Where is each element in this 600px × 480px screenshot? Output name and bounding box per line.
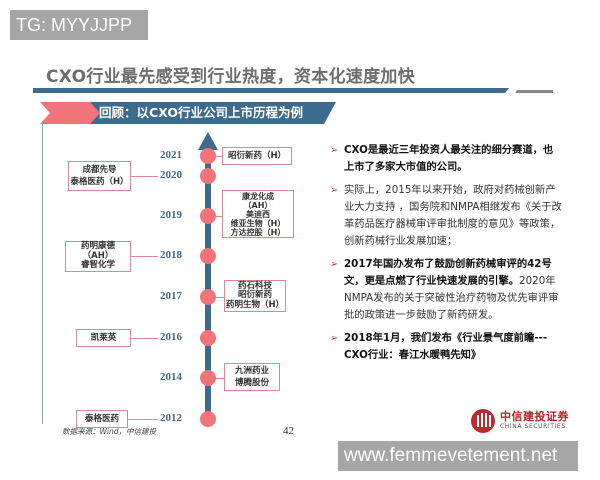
company-name: 美迪西 bbox=[246, 209, 270, 219]
bullet-arrow-icon: ➢ bbox=[330, 259, 339, 270]
company-name: 药石科技 bbox=[237, 280, 272, 291]
company-name: 睿智化学 bbox=[80, 260, 115, 271]
company-box: 康龙化成 （AH） 美迪西 维亚生物（H） 方达控股（H） bbox=[222, 190, 294, 238]
company-name: 康龙化成 bbox=[242, 191, 274, 201]
bullet-arrow-icon: ➢ bbox=[330, 145, 339, 156]
timeline-dot bbox=[200, 289, 216, 305]
bullet-bold-text: CXO是最近三年投资人最关注的细分赛道，也上市了多家大市值的公司。 bbox=[344, 144, 554, 173]
company-name: 药明生物（H） bbox=[225, 299, 285, 310]
bullet-item: ➢ 2017年国办发布了鼓励创新药械审评的42号文，更是点燃了行业快速发展的引擎… bbox=[330, 256, 562, 324]
data-source: 数据来源：Wind，中信建投 bbox=[62, 427, 157, 436]
bullet-item: ➢ 2018年1月，我们发布《行业景气度前瞻---CXO行业：春江水暖鸭先知》 bbox=[330, 330, 562, 364]
company-name: 泰格医药 bbox=[84, 414, 119, 424]
bullet-text: 实际上，2015年以来开始，政府对药械创新产业大力支持 ，国务院和NMPA相继发… bbox=[344, 184, 562, 247]
company-box: 昭衍新药（H） bbox=[222, 147, 292, 165]
timeline-dot bbox=[200, 168, 216, 184]
year-label: 2021 bbox=[160, 149, 182, 161]
slide-title: CXO行业最先感受到行业热度，资本化速度加快 bbox=[46, 67, 416, 87]
company-name: （AH） bbox=[82, 250, 114, 261]
citic-logo-icon bbox=[471, 409, 495, 433]
company-box: 泰格医药 bbox=[76, 410, 128, 428]
timeline-axis bbox=[205, 148, 211, 426]
bullet-bold-text: 2018年1月，我们发布《行业景气度前瞻---CXO行业：春江水暖鸭先知》 bbox=[344, 332, 548, 361]
bullet-item: ➢ 实际上，2015年以来开始，政府对药械创新产业大力支持 ，国务院和NMPA相… bbox=[330, 182, 562, 250]
company-box: 凯莱英 bbox=[76, 329, 131, 347]
company-logo: 中信建投证券 CHINA SECURITIES bbox=[470, 408, 569, 434]
company-name: 昭衍新药 bbox=[237, 290, 272, 301]
connector bbox=[131, 256, 158, 258]
company-box: 药明康德 （AH） 睿智化学 bbox=[65, 241, 131, 272]
company-name: 九洲药业 bbox=[234, 366, 269, 376]
banner-shape bbox=[40, 102, 336, 124]
company-name: 凯莱英 bbox=[90, 333, 117, 343]
timeline-dot bbox=[200, 411, 216, 427]
logo-name-en: CHINA SECURITIES bbox=[500, 423, 566, 430]
timeline-arrow-icon bbox=[198, 132, 218, 150]
company-box: 九洲药业 博腾股份 bbox=[224, 363, 280, 391]
timeline-dot bbox=[200, 370, 216, 386]
bullet-item: ➢ CXO是最近三年投资人最关注的细分赛道，也上市了多家大市值的公司。 bbox=[330, 142, 562, 176]
watermark-bottom: www.femmevetement.net bbox=[338, 441, 578, 471]
company-name: 博腾股份 bbox=[234, 378, 269, 388]
year-label: 2014 bbox=[160, 371, 182, 383]
year-label: 2012 bbox=[160, 412, 182, 424]
connector bbox=[216, 378, 226, 380]
company-name: 昭衍新药（H） bbox=[227, 151, 287, 161]
page-number: 42 bbox=[283, 425, 294, 437]
connector bbox=[216, 216, 224, 218]
year-label: 2020 bbox=[160, 169, 182, 181]
left-guide-line bbox=[42, 124, 43, 424]
logo-name-cn: 中信建投证券 bbox=[500, 410, 569, 423]
timeline-dot bbox=[200, 330, 216, 346]
watermark-top: TG: MYYJJPP bbox=[10, 10, 148, 40]
year-label: 2018 bbox=[160, 249, 182, 261]
timeline-dot bbox=[200, 248, 216, 264]
timeline-dot bbox=[200, 208, 216, 224]
bullet-list: ➢ CXO是最近三年投资人最关注的细分赛道，也上市了多家大市值的公司。 ➢ 实际… bbox=[330, 142, 562, 370]
section-banner: 回顾：以CXO行业公司上市历程为例 bbox=[99, 105, 303, 120]
timeline-dot bbox=[200, 148, 216, 164]
connector bbox=[131, 176, 158, 178]
connector bbox=[131, 338, 158, 340]
year-label: 2017 bbox=[160, 290, 182, 302]
title-underline bbox=[33, 88, 553, 93]
bullet-arrow-icon: ➢ bbox=[330, 185, 339, 196]
connector bbox=[128, 419, 158, 421]
year-label: 2016 bbox=[160, 331, 182, 343]
company-box: 药石科技 昭衍新药 药明生物（H） bbox=[224, 280, 286, 312]
bullet-bold-text: 2017年国办发布了鼓励创新药械审评的42号文，更是点燃了行业快速发展的引擎。 bbox=[344, 258, 552, 287]
year-label: 2019 bbox=[160, 209, 182, 221]
company-name: 维亚生物（H） bbox=[230, 218, 286, 228]
company-name: 成都先导 bbox=[82, 165, 117, 175]
company-name: 药明康德 bbox=[80, 241, 115, 252]
connector bbox=[216, 297, 226, 299]
company-name: 方达控股（H） bbox=[230, 227, 286, 237]
company-name: 泰格医药（H） bbox=[70, 177, 129, 187]
bullet-text: 2020年NMPA发布的关于突破性治疗药物及优先审评审批的政策进一步鼓励了新药研… bbox=[344, 275, 559, 321]
company-box: 成都先导 泰格医药（H） bbox=[68, 161, 131, 191]
company-name: （AH） bbox=[243, 200, 273, 210]
bullet-arrow-icon: ➢ bbox=[330, 333, 339, 344]
